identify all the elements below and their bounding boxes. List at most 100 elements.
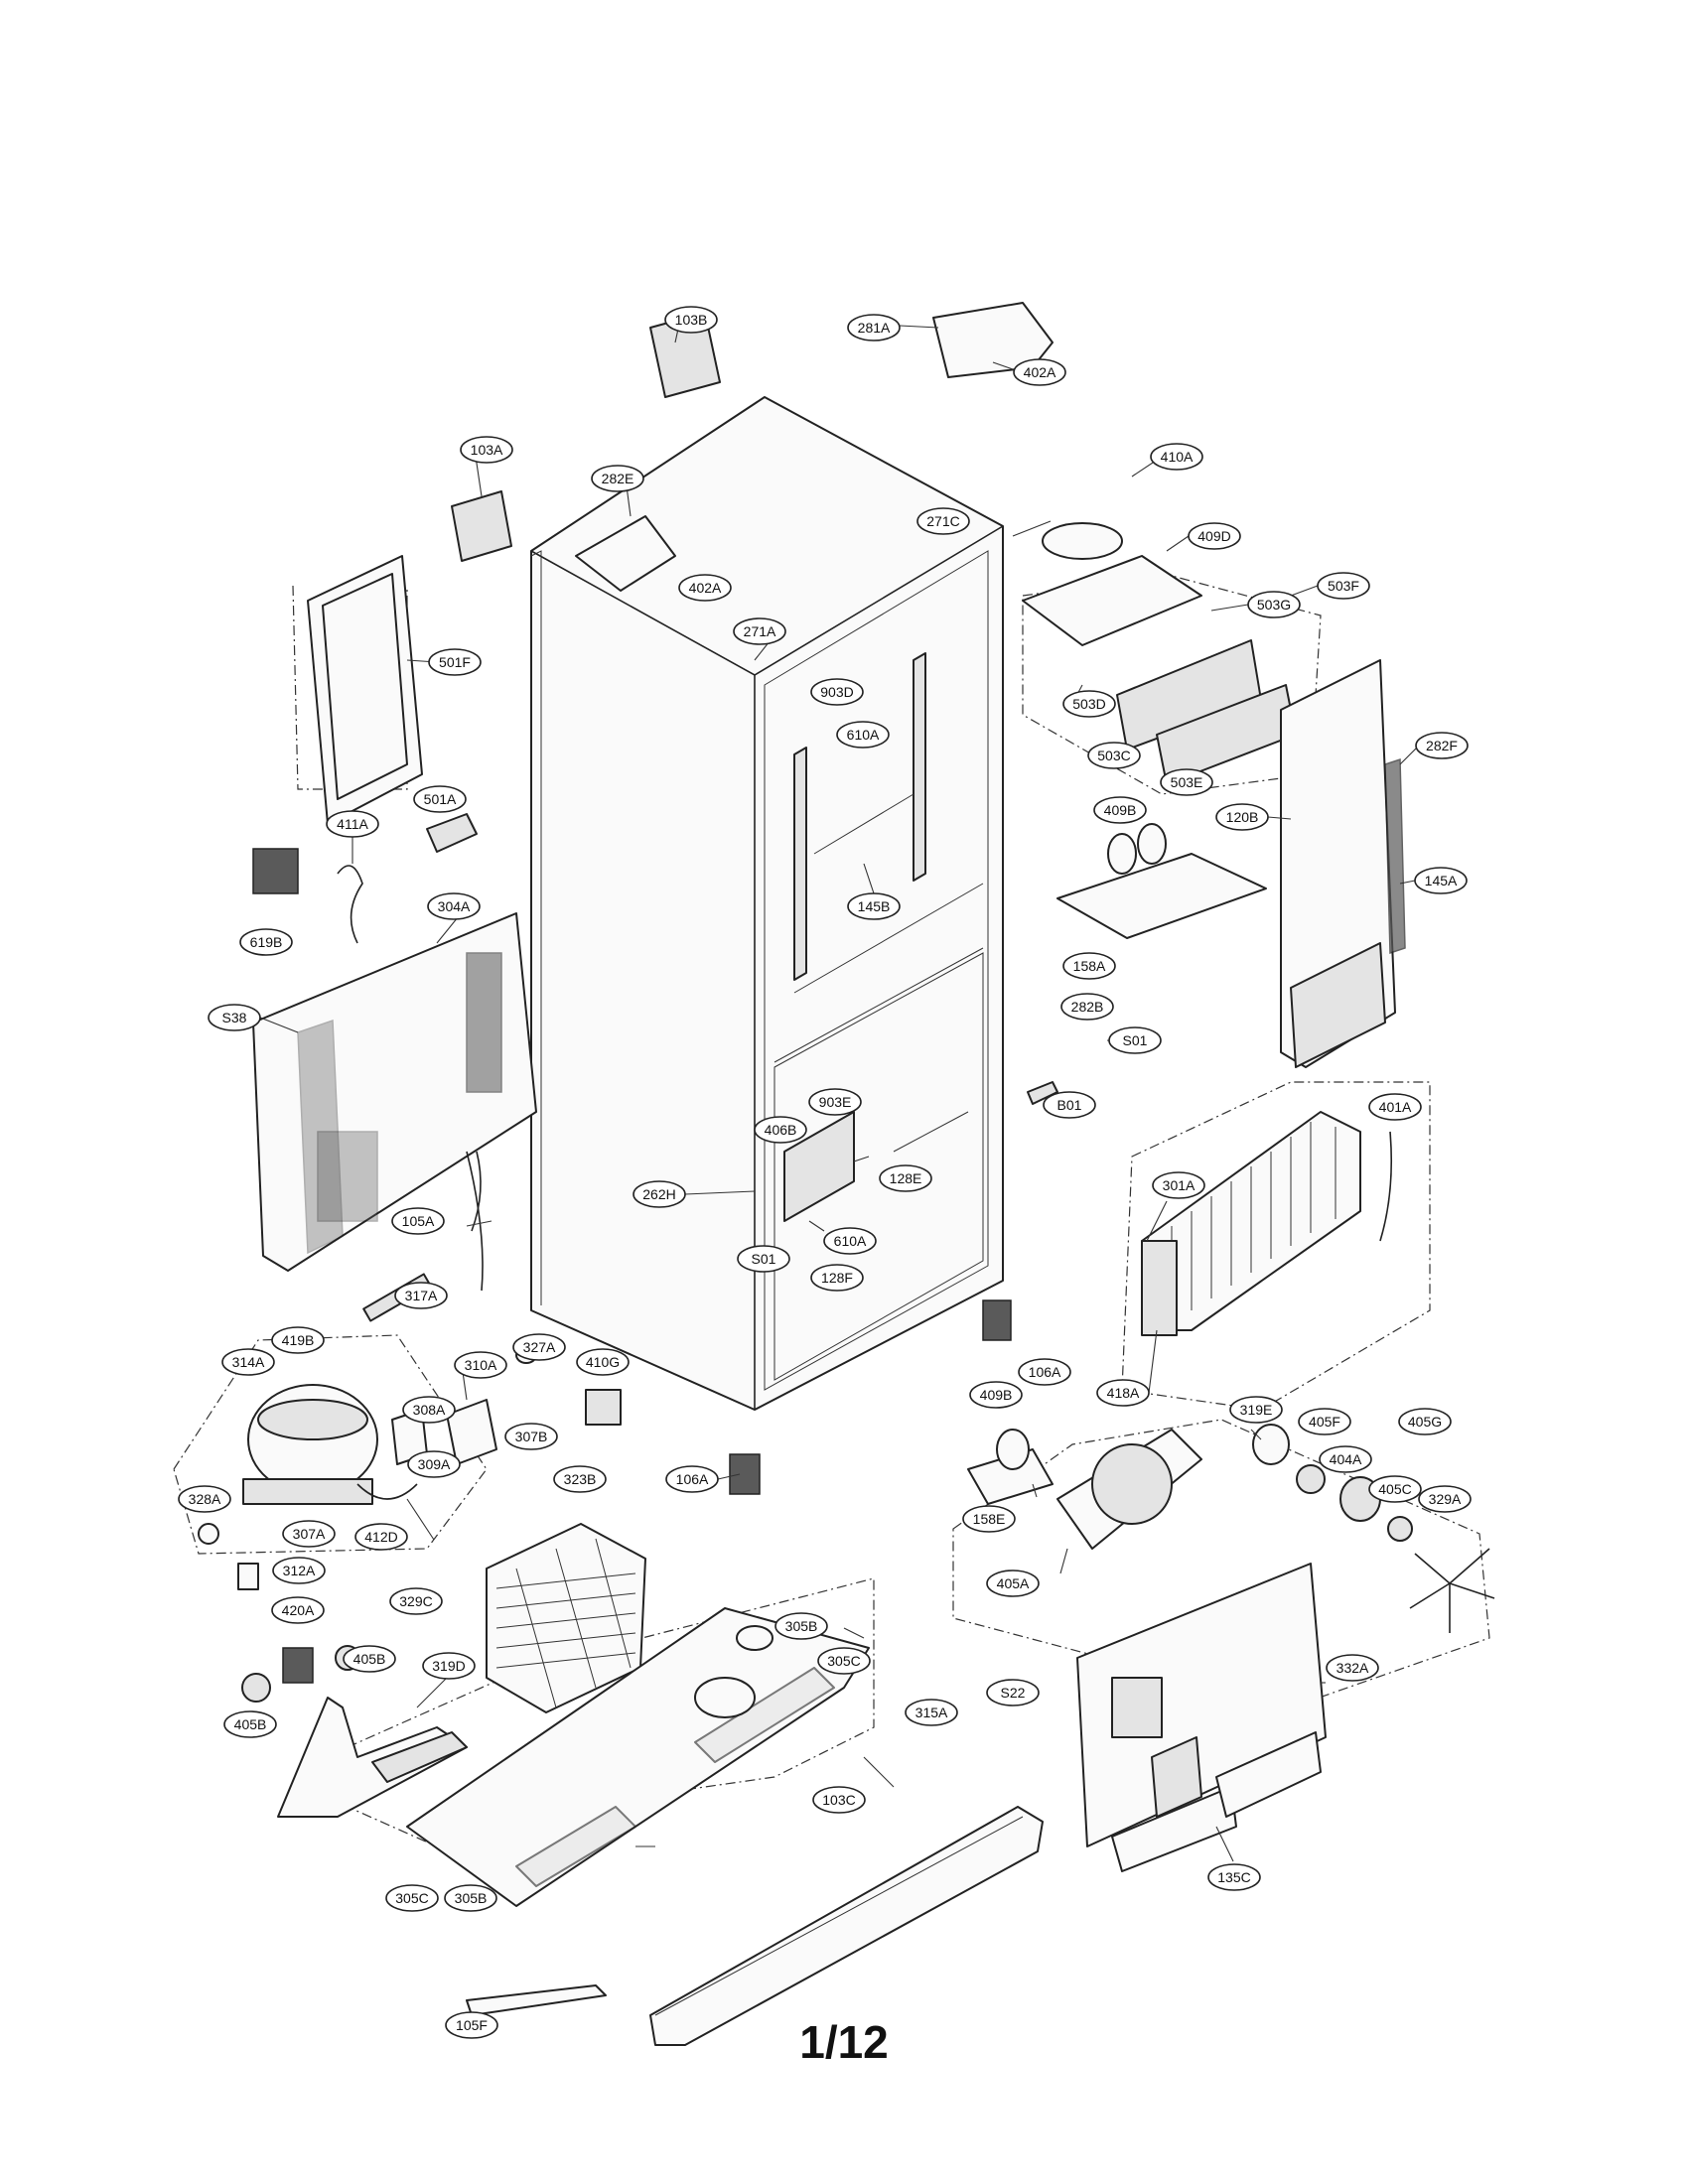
callout-103C: 103C [812,1786,866,1814]
svg-text:305B: 305B [785,1618,818,1634]
callout-501A: 501A [413,785,467,813]
callout-412D: 412D [354,1523,408,1551]
callout-312A: 312A [272,1557,326,1584]
callout-S01: S01 [737,1245,790,1273]
svg-text:401A: 401A [1379,1099,1412,1115]
callout-158A: 158A [1062,952,1116,980]
svg-text:312A: 312A [283,1563,316,1578]
callout-S38: S38 [208,1004,261,1031]
callout-328A: 328A [178,1485,231,1513]
callout-327A: 327A [512,1333,566,1361]
callout-307B: 307B [504,1423,558,1450]
svg-text:S22: S22 [1001,1685,1026,1701]
svg-text:128F: 128F [821,1270,853,1286]
callout-135C: 135C [1207,1863,1261,1891]
svg-text:503C: 503C [1097,748,1130,763]
callout-323B: 323B [553,1465,607,1493]
svg-text:406B: 406B [765,1122,797,1138]
svg-text:106A: 106A [1029,1364,1061,1380]
svg-text:314A: 314A [232,1354,265,1370]
callout-282E: 282E [591,465,644,492]
svg-text:103A: 103A [471,442,503,458]
svg-text:315A: 315A [915,1705,948,1720]
callout-304A: 304A [427,892,481,920]
svg-text:B01: B01 [1057,1097,1082,1113]
svg-text:103B: 103B [675,312,708,328]
svg-text:410G: 410G [586,1354,620,1370]
callout-610A: 610A [836,721,890,749]
svg-text:S38: S38 [222,1010,247,1025]
callout-106A: 106A [1018,1358,1071,1386]
callout-405B: 405B [223,1710,277,1738]
callout-305B: 305B [774,1612,828,1640]
callout-128F: 128F [810,1264,864,1292]
callout-305C: 305C [385,1884,439,1912]
svg-text:503F: 503F [1328,578,1359,594]
callout-319E: 319E [1229,1396,1283,1424]
callout-610A: 610A [823,1227,877,1255]
svg-text:409B: 409B [980,1387,1013,1403]
callout-103B: 103B [664,306,718,334]
svg-text:619B: 619B [250,934,283,950]
svg-text:402A: 402A [689,580,722,596]
svg-text:418A: 418A [1107,1385,1140,1401]
callout-S01: S01 [1108,1026,1162,1054]
svg-text:307A: 307A [293,1526,326,1542]
callout-402A: 402A [678,574,732,602]
svg-text:145A: 145A [1425,873,1458,888]
callout-411A: 411A [326,810,379,838]
svg-text:332A: 332A [1336,1660,1369,1676]
cover-332A [1076,1563,1327,1872]
callout-307A: 307A [282,1520,336,1548]
svg-text:310A: 310A [465,1357,497,1373]
svg-text:409B: 409B [1104,802,1137,818]
refrigerator-cabinet [530,396,1004,1411]
svg-text:282B: 282B [1071,999,1104,1015]
callout-B01: B01 [1043,1091,1096,1119]
callout-309A: 309A [407,1450,461,1478]
callout-282B: 282B [1060,993,1114,1021]
svg-text:405A: 405A [997,1575,1030,1591]
callout-305B: 305B [444,1884,497,1912]
svg-text:503D: 503D [1072,696,1105,712]
svg-text:135C: 135C [1217,1869,1250,1885]
callout-405B: 405B [343,1645,396,1673]
callout-418A: 418A [1096,1379,1150,1407]
svg-text:305C: 305C [395,1890,428,1906]
callout-105A: 105A [391,1207,445,1235]
svg-text:105F: 105F [456,2017,488,2033]
callout-262H: 262H [633,1180,686,1208]
svg-text:120B: 120B [1226,809,1259,825]
svg-text:301A: 301A [1163,1177,1196,1193]
svg-text:610A: 610A [847,727,880,743]
upper-right-parts [1022,522,1406,1068]
callout-903E: 903E [808,1088,862,1116]
svg-text:327A: 327A [523,1339,556,1355]
callout-619B: 619B [239,928,293,956]
svg-text:282F: 282F [1426,738,1458,753]
callout-406B: 406B [754,1116,807,1144]
callout-405G: 405G [1398,1408,1452,1435]
callout-903D: 903D [810,678,864,706]
callout-409B: 409B [1093,796,1147,824]
callout-409D: 409D [1188,522,1241,550]
callout-S22: S22 [986,1679,1040,1706]
callout-271C: 271C [916,507,970,535]
callout-410A: 410A [1150,443,1203,471]
svg-text:903E: 903E [819,1094,852,1110]
svg-text:402A: 402A [1024,364,1056,380]
svg-text:610A: 610A [834,1233,867,1249]
callout-501F: 501F [428,648,482,676]
callout-120B: 120B [1215,803,1269,831]
svg-text:419B: 419B [282,1332,315,1348]
callout-103A: 103A [460,436,513,464]
svg-text:105A: 105A [402,1213,435,1229]
condenser-323B [486,1523,646,1713]
svg-text:411A: 411A [337,816,368,832]
svg-text:323B: 323B [564,1471,597,1487]
svg-text:501F: 501F [439,654,471,670]
fan-assembly [1056,1424,1495,1633]
svg-text:307B: 307B [515,1429,548,1444]
callout-305C: 305C [817,1647,871,1675]
lower-left-parts [241,1645,468,1818]
